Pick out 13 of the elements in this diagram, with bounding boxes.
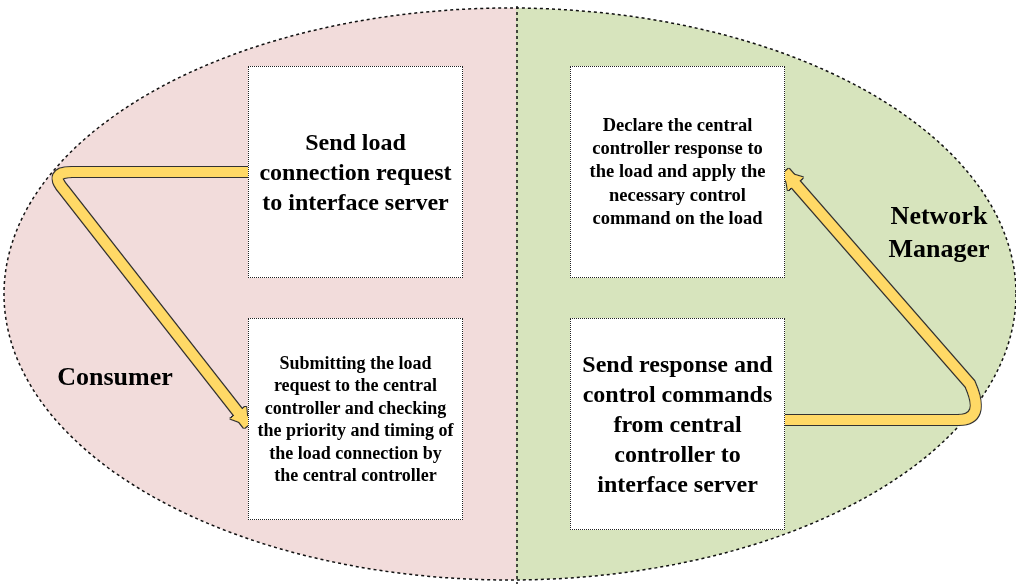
step-text: Declare the central controller response to the load and apply the necessary control command on the load — [588, 114, 767, 230]
step-text: Submitting the load request to the central controller and checking the priority and timing of the load connection by the central controller — [256, 351, 455, 487]
process-box — [248, 318, 463, 520]
process-box — [248, 66, 463, 278]
arrow — [463, 414, 570, 434]
region-label: Consumer — [56, 361, 174, 393]
step-text: Send response and control commands from central controller to interface server — [581, 350, 774, 499]
step-text: Send load connection request to interface server — [258, 128, 453, 217]
process-box — [570, 318, 785, 530]
process-box — [570, 66, 785, 278]
half-ellipse-region — [516, 6, 1016, 584]
arrow — [463, 162, 570, 182]
region-label: Network Manager — [887, 200, 991, 265]
